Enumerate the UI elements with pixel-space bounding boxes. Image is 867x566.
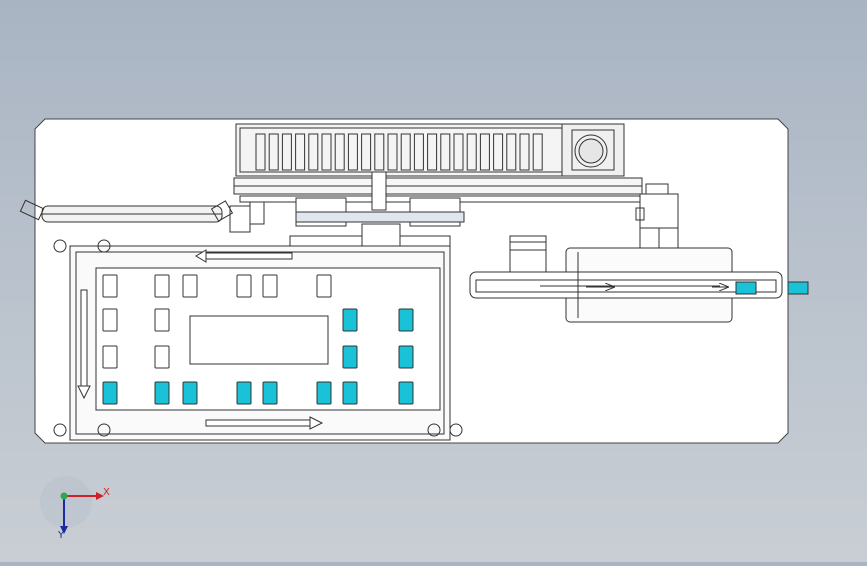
chain-link [466, 133, 477, 171]
tray-pocket-filled [398, 381, 414, 405]
tray-pocket-filled [316, 381, 332, 405]
flow-arrow-down [77, 289, 91, 400]
tray-pocket-empty [182, 274, 198, 298]
tray-pocket-empty [154, 274, 170, 298]
chain-link [413, 133, 424, 171]
chain-link [361, 133, 372, 171]
tray-pocket-empty [154, 345, 170, 369]
chain-link [519, 133, 530, 171]
chain-link [281, 133, 292, 171]
chain-link [400, 133, 411, 171]
chain-link [453, 133, 464, 171]
tray-pocket-filled [342, 345, 358, 369]
tray-pocket-filled [398, 308, 414, 332]
chain-link [374, 133, 385, 171]
tray-pocket-empty [154, 308, 170, 332]
triad-y-axis-label: Y [58, 530, 65, 541]
tray-pocket-empty [102, 274, 118, 298]
tray-pockets [102, 274, 414, 405]
tray-pocket-filled [154, 381, 170, 405]
gantry-plate [233, 171, 643, 227]
tray-pocket-filled [342, 308, 358, 332]
chain-link [268, 133, 279, 171]
chain-link [321, 133, 332, 171]
chain-link [308, 133, 319, 171]
tray-pocket-filled [262, 381, 278, 405]
tray-pocket-empty [316, 274, 332, 298]
drag-chain-links [255, 133, 543, 171]
chain-link [255, 133, 266, 171]
tray-pocket-filled [398, 345, 414, 369]
orientation-triad [40, 476, 104, 534]
chain-link [506, 133, 517, 171]
tray-pocket-filled [182, 381, 198, 405]
chain-link [427, 133, 438, 171]
tray-pocket-filled [102, 381, 118, 405]
chain-link [295, 133, 306, 171]
tray-pocket-empty [262, 274, 278, 298]
flow-arrow-right [205, 416, 324, 430]
flow-arrows [77, 249, 324, 430]
triad-x-axis-label: X [103, 487, 110, 498]
tray-pocket-empty [236, 274, 252, 298]
left-cylinder [19, 199, 265, 233]
chain-link [347, 133, 358, 171]
tray-pocket-empty [102, 308, 118, 332]
tray-pocket-filled [342, 381, 358, 405]
chain-link [479, 133, 490, 171]
tray-pocket-empty [102, 345, 118, 369]
conveyor-assembly [469, 235, 809, 323]
chain-link [493, 133, 504, 171]
chain-link [532, 133, 543, 171]
tray-frame [53, 239, 463, 441]
flow-arrow-left [195, 249, 293, 263]
chain-link [334, 133, 345, 171]
drag-chain-assembly [235, 123, 625, 177]
tray-pocket-filled [236, 381, 252, 405]
chain-link [440, 133, 451, 171]
chain-link [387, 133, 398, 171]
